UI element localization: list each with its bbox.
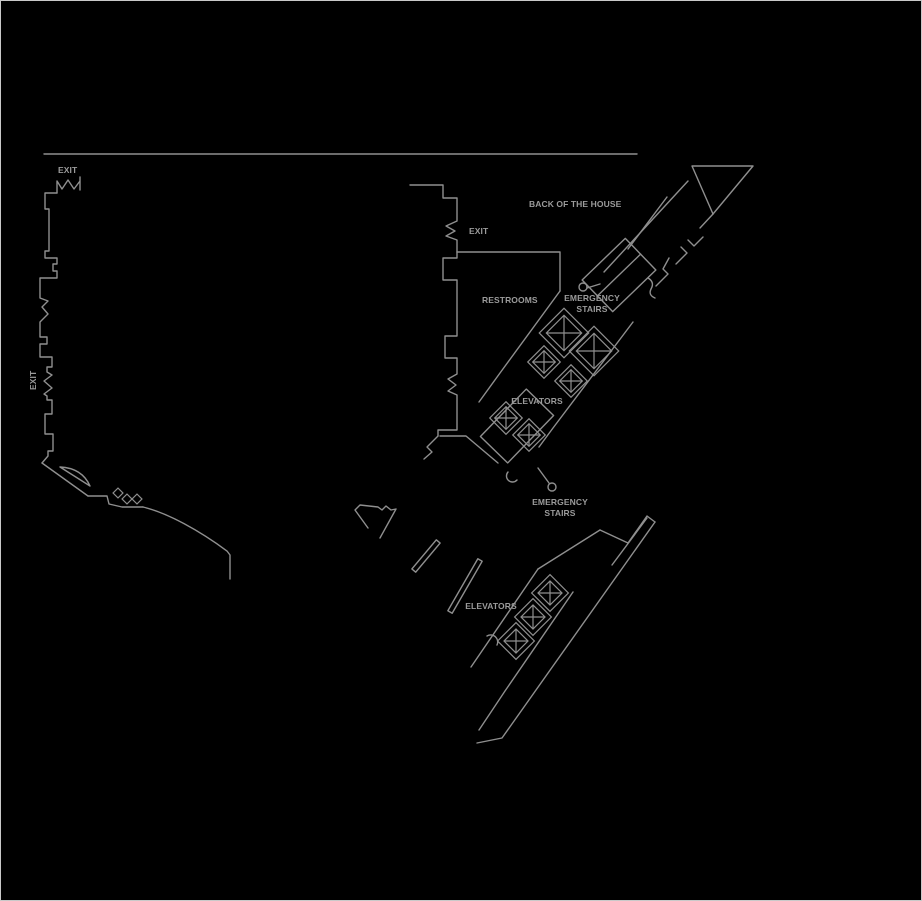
escalator-bar-icon (411, 539, 441, 573)
bottom-bank-nw-wall (470, 568, 539, 668)
wing-nw-inner-wall (627, 196, 668, 250)
elevator-cell-outline (511, 417, 547, 453)
elevator-cell-outline (538, 307, 590, 359)
lower-left-curved-wall (142, 506, 231, 580)
corridor-top-step (599, 515, 656, 544)
walls-layer (39, 153, 754, 744)
elevator-shaft-icon (493, 405, 519, 431)
corridor-sw-wall (537, 529, 601, 570)
elevator-cell-outline (568, 325, 620, 377)
elevator-cell-outline (530, 573, 570, 613)
elevator-shaft-icon (516, 422, 542, 448)
door-marker-icon (547, 482, 557, 492)
door-marker-tick (586, 283, 601, 289)
upper-bank-se-wall (538, 321, 634, 448)
emergency-stairs-block-icon (581, 237, 657, 313)
lower-left-step-wall (87, 495, 144, 508)
restrooms-left-wall (437, 251, 458, 437)
elevator-cell-outline (121, 493, 133, 505)
lower-center-diagonal-wall (439, 435, 499, 464)
elevator-cell-outline (496, 621, 536, 661)
elevator-banks-layer (112, 307, 620, 661)
exit-label-center: EXIT (469, 226, 489, 236)
restrooms-top-wall (456, 251, 561, 292)
elevator-shaft-icon (531, 349, 557, 375)
elevator-shaft-icon (520, 604, 546, 630)
exit-door-leaf-icon (56, 176, 81, 194)
stair-landing-bump (647, 277, 656, 299)
door-swing-icon (59, 466, 91, 487)
wing-se-wall-with-doors (655, 213, 714, 287)
emergency-stairs-upper-label-2: STAIRS (576, 304, 607, 314)
restrooms-label: RESTROOMS (482, 295, 538, 305)
emergency-stairs-upper-label-1: EMERGENCY (564, 293, 620, 303)
emergency-stairs-lower-label-1: EMERGENCY (532, 497, 588, 507)
bottom-bank-se-wall (478, 591, 574, 731)
elevator-cell-outline (131, 493, 143, 505)
escalator-bar-icon (447, 558, 483, 614)
elevator-shaft-icon (575, 332, 613, 370)
lower-left-diagonal-wall (41, 462, 89, 497)
elevator-shaft-icon (537, 580, 563, 606)
lower-center-flare-wall (423, 435, 439, 460)
elevator-shaft-icon (503, 628, 529, 654)
upper-bank-nw-wall (478, 290, 561, 403)
elevator-cell-outline (112, 487, 124, 499)
notched-wall-shape (354, 504, 397, 539)
corridor-ne-wall (476, 521, 656, 744)
elevator-cell-outline (526, 344, 562, 380)
door-arc-tick (505, 471, 518, 483)
elevator-cell-outline (488, 400, 524, 436)
door-marker-icon (578, 282, 588, 292)
emergency-stairs-lower-label-2: STAIRS (544, 508, 575, 518)
middle-elevator-enclosure (479, 388, 555, 464)
labels-layer: EXIT EXIT EXIT BACK OF THE HOUSE RESTROO… (28, 165, 622, 611)
exit-label-left-side: EXIT (28, 370, 38, 390)
center-upper-wall (409, 184, 458, 253)
stair-connector-line (537, 467, 550, 484)
elevator-cell-outline (513, 597, 553, 637)
back-of-house-label: BACK OF THE HOUSE (529, 199, 622, 209)
left-perimeter-wall (39, 192, 58, 464)
elevator-shaft-icon (558, 368, 584, 394)
elevator-shaft-icon (545, 314, 583, 352)
elevators-upper-label: ELEVATORS (511, 396, 563, 406)
elevator-cell-outline (553, 363, 589, 399)
elevators-lower-label: ELEVATORS (465, 601, 517, 611)
exit-label-top-left: EXIT (58, 165, 78, 175)
wing-end-triangle (691, 165, 754, 215)
wing-nw-outer-wall (603, 180, 689, 273)
door-arc-tick (486, 634, 499, 646)
